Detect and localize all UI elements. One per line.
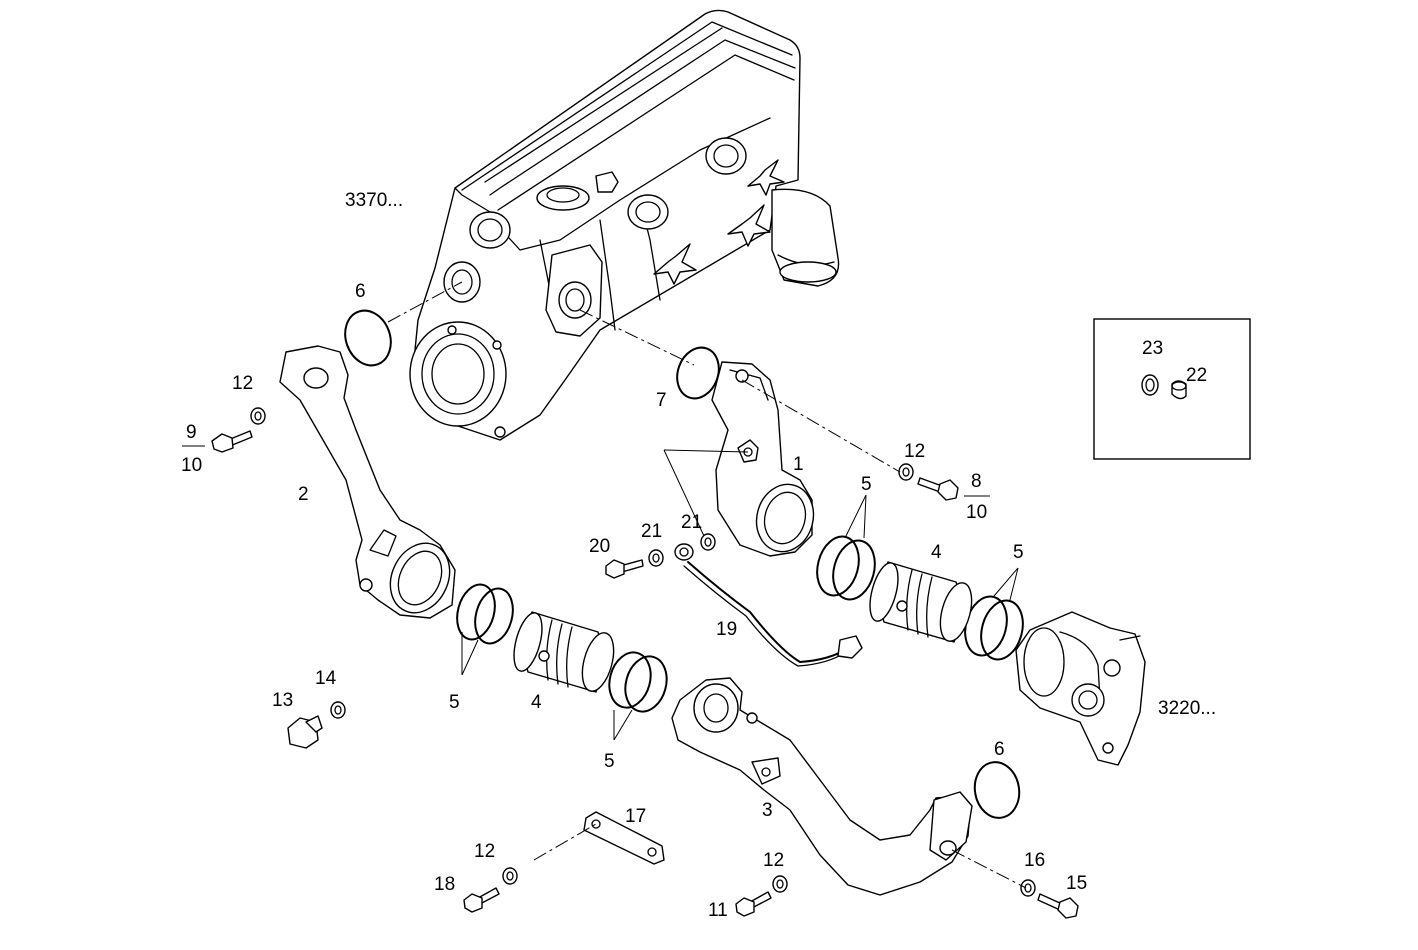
callout-6-lower: 6 xyxy=(994,739,1005,760)
screw-15-washer-16 xyxy=(1020,879,1079,919)
callout-3: 3 xyxy=(762,800,773,821)
callout-5-right: 5 xyxy=(1013,542,1024,563)
callout-17: 17 xyxy=(625,806,646,827)
callout-19: 19 xyxy=(716,619,737,640)
inset-box-parts-22-23 xyxy=(1093,318,1251,460)
callout-leaders xyxy=(182,445,1019,741)
callout-23: 23 xyxy=(1142,338,1163,359)
callout-5-left: 5 xyxy=(449,692,460,713)
assembly-lines xyxy=(387,281,1027,889)
callout-5-bottom: 5 xyxy=(604,751,615,772)
callout-18: 18 xyxy=(434,874,455,895)
callout-9: 9 xyxy=(186,422,197,443)
callout-15: 15 xyxy=(1066,873,1087,894)
tube-19 xyxy=(674,543,863,667)
reference-labels: 3370... 3220... xyxy=(345,190,1216,719)
seal-rings-5b xyxy=(608,651,668,713)
pipe-elbow-1 xyxy=(711,361,815,557)
ref-label-turbo: 3220... xyxy=(1158,698,1216,719)
callout-numbers: 1 2 3 4 4 5 5 5 5 6 6 7 9 10 8 10 11 12 … xyxy=(181,281,1207,921)
sleeve-4-left xyxy=(513,611,615,693)
callout-1: 1 xyxy=(793,454,804,475)
gasket-lower-6 xyxy=(973,761,1021,819)
callout-11: 11 xyxy=(708,900,728,921)
screw-9-10 xyxy=(211,407,266,453)
callout-13: 13 xyxy=(272,690,293,711)
callout-21-right: 21 xyxy=(681,512,702,533)
callout-2: 2 xyxy=(298,484,309,505)
callout-4-left: 4 xyxy=(531,692,542,713)
seal-rings-5c xyxy=(816,535,876,601)
screw-11-washer-12 xyxy=(735,875,788,917)
pipe-3 xyxy=(671,677,973,896)
callout-14: 14 xyxy=(315,668,337,689)
ref-label-cylinder-head: 3370... xyxy=(345,190,403,211)
callout-12-bottom-left: 12 xyxy=(474,841,495,862)
callout-6-upper: 6 xyxy=(355,281,366,302)
callout-22: 22 xyxy=(1186,365,1207,386)
callout-20: 20 xyxy=(589,536,610,557)
callout-4-right: 4 xyxy=(931,542,942,563)
callout-10-right: 10 xyxy=(966,502,987,523)
turbocharger-assembly xyxy=(1015,611,1146,766)
pipe-2 xyxy=(279,345,456,619)
callout-10-left: 10 xyxy=(181,455,202,476)
screw-20-washers-21 xyxy=(605,533,716,579)
cylinder-head-assembly xyxy=(409,9,840,441)
screw-13-washer-14 xyxy=(287,701,346,749)
callout-21-left: 21 xyxy=(641,521,662,542)
callout-16: 16 xyxy=(1024,850,1045,871)
gasket-upper-6 xyxy=(344,309,392,367)
callout-7: 7 xyxy=(656,390,667,411)
callout-12-bottom-mid: 12 xyxy=(763,850,784,871)
callout-12-left: 12 xyxy=(232,373,253,394)
seal-rings-5a xyxy=(456,583,514,645)
callout-12-right: 12 xyxy=(904,441,925,462)
callout-5-mid: 5 xyxy=(861,474,872,495)
screw-8-10 xyxy=(898,463,959,501)
callout-8: 8 xyxy=(971,471,982,492)
sleeve-4-right xyxy=(869,561,973,643)
screw-18-washer-12 xyxy=(463,867,518,913)
bracket-17 xyxy=(583,811,665,865)
